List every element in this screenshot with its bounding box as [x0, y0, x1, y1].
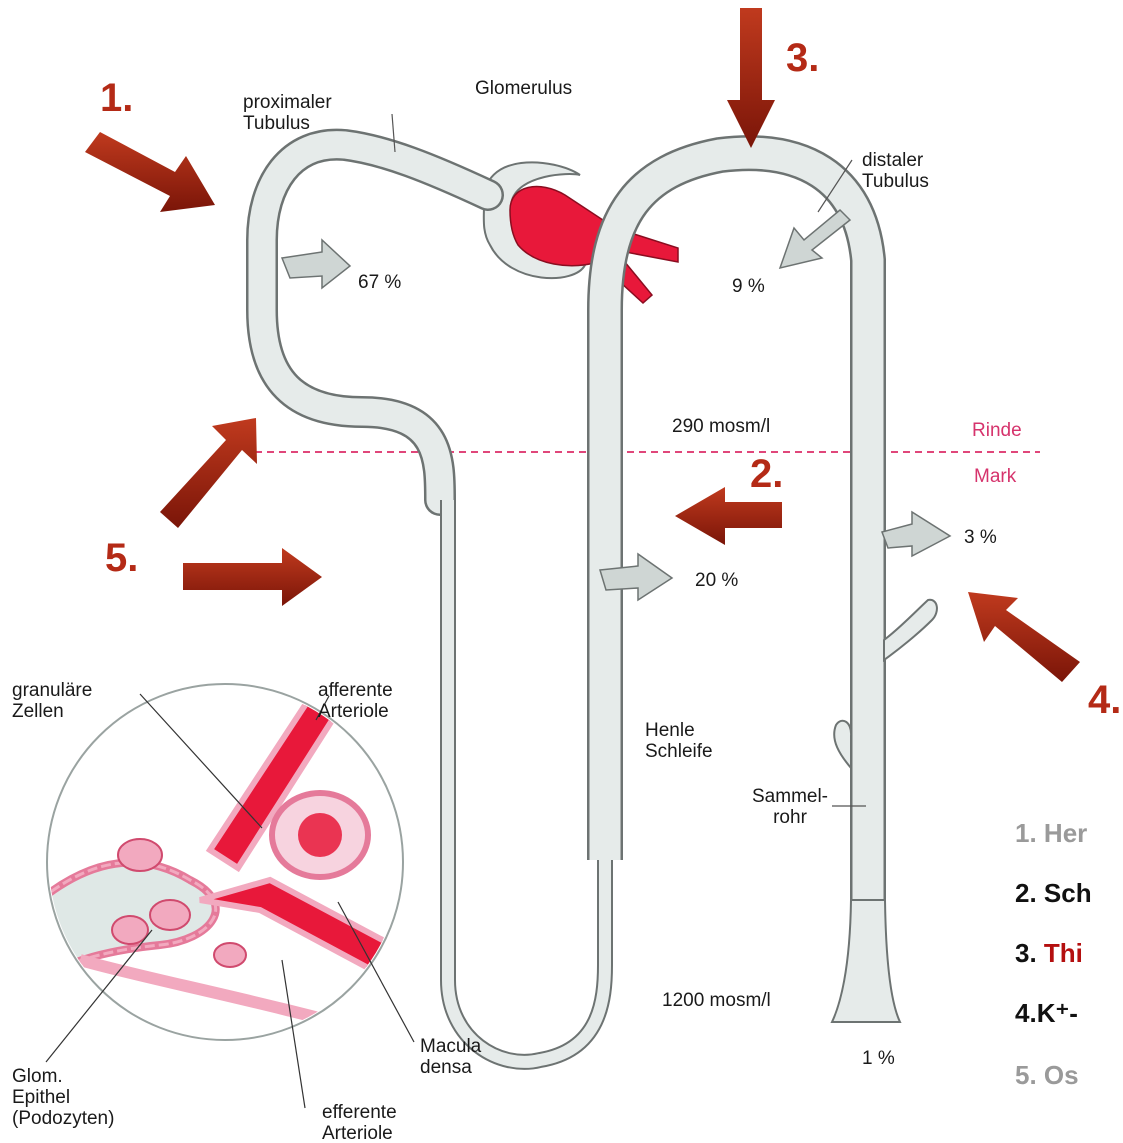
cortex-osmolarity: 290 mosm/l [672, 416, 770, 438]
proximal-tubule [262, 145, 488, 500]
marker-arrow-1 [85, 132, 215, 212]
collecting-duct [832, 900, 900, 1022]
marker-4-label: 4. [1088, 678, 1121, 723]
henle-loop-label: Henle Schleife [645, 720, 713, 762]
collecting-branch-lower [834, 721, 851, 768]
medulla-zone-label: Mark [974, 466, 1016, 488]
proximal-tubule-label: proximaler Tubulus [243, 92, 332, 134]
proximal-reabsorption-percent: 67 % [358, 272, 401, 294]
efferent-arteriole-label: efferente Arteriole [322, 1102, 397, 1143]
medulla-osmolarity: 1200 mosm/l [662, 990, 771, 1012]
macula-densa-label: Macula densa [420, 1036, 481, 1078]
distal-tubule-label: distaler Tubulus [862, 150, 929, 192]
loop-of-henle-thin [448, 500, 605, 1062]
marker-arrow-5b [183, 548, 322, 606]
marker-arrow-3 [727, 8, 775, 148]
legend-item-4: 4.K⁺- [1015, 998, 1078, 1029]
legend-item-1: 1. Her [1015, 818, 1087, 849]
marker-5-label: 5. [105, 536, 138, 581]
afferent-arteriole-label: afferente Arteriole [318, 680, 393, 722]
granular-cells-label: granuläre Zellen [12, 680, 92, 722]
juxtaglomerular-inset [40, 684, 420, 1108]
cortex-zone-label: Rinde [972, 420, 1022, 442]
legend-item-2: 2. Sch [1015, 878, 1092, 909]
distal-reabsorption-percent: 9 % [732, 276, 765, 298]
marker-1-label: 1. [100, 76, 133, 121]
glomerulus-label: Glomerulus [475, 78, 572, 99]
legend-item-5: 5. Os [1015, 1060, 1079, 1091]
marker-arrow-5a [160, 418, 257, 528]
collecting-reabsorption-percent: 3 % [964, 527, 997, 549]
collecting-branch-upper [884, 600, 937, 660]
urine-excretion-percent: 1 % [862, 1048, 895, 1070]
collecting-duct-label: Sammel- rohr [752, 786, 828, 828]
legend-item-3: 3. Thi [1015, 938, 1083, 969]
marker-3-label: 3. [786, 36, 819, 81]
reabsorption-arrow-collecting [882, 512, 950, 556]
marker-arrow-4 [968, 592, 1080, 682]
henle-reabsorption-percent: 20 % [695, 570, 738, 592]
glomerular-epithelium-label: Glom. Epithel (Podozyten) [12, 1066, 114, 1129]
reabsorption-arrow-proximal [282, 240, 350, 288]
reabsorption-arrow-distal [780, 210, 850, 268]
marker-2-label: 2. [750, 452, 783, 497]
